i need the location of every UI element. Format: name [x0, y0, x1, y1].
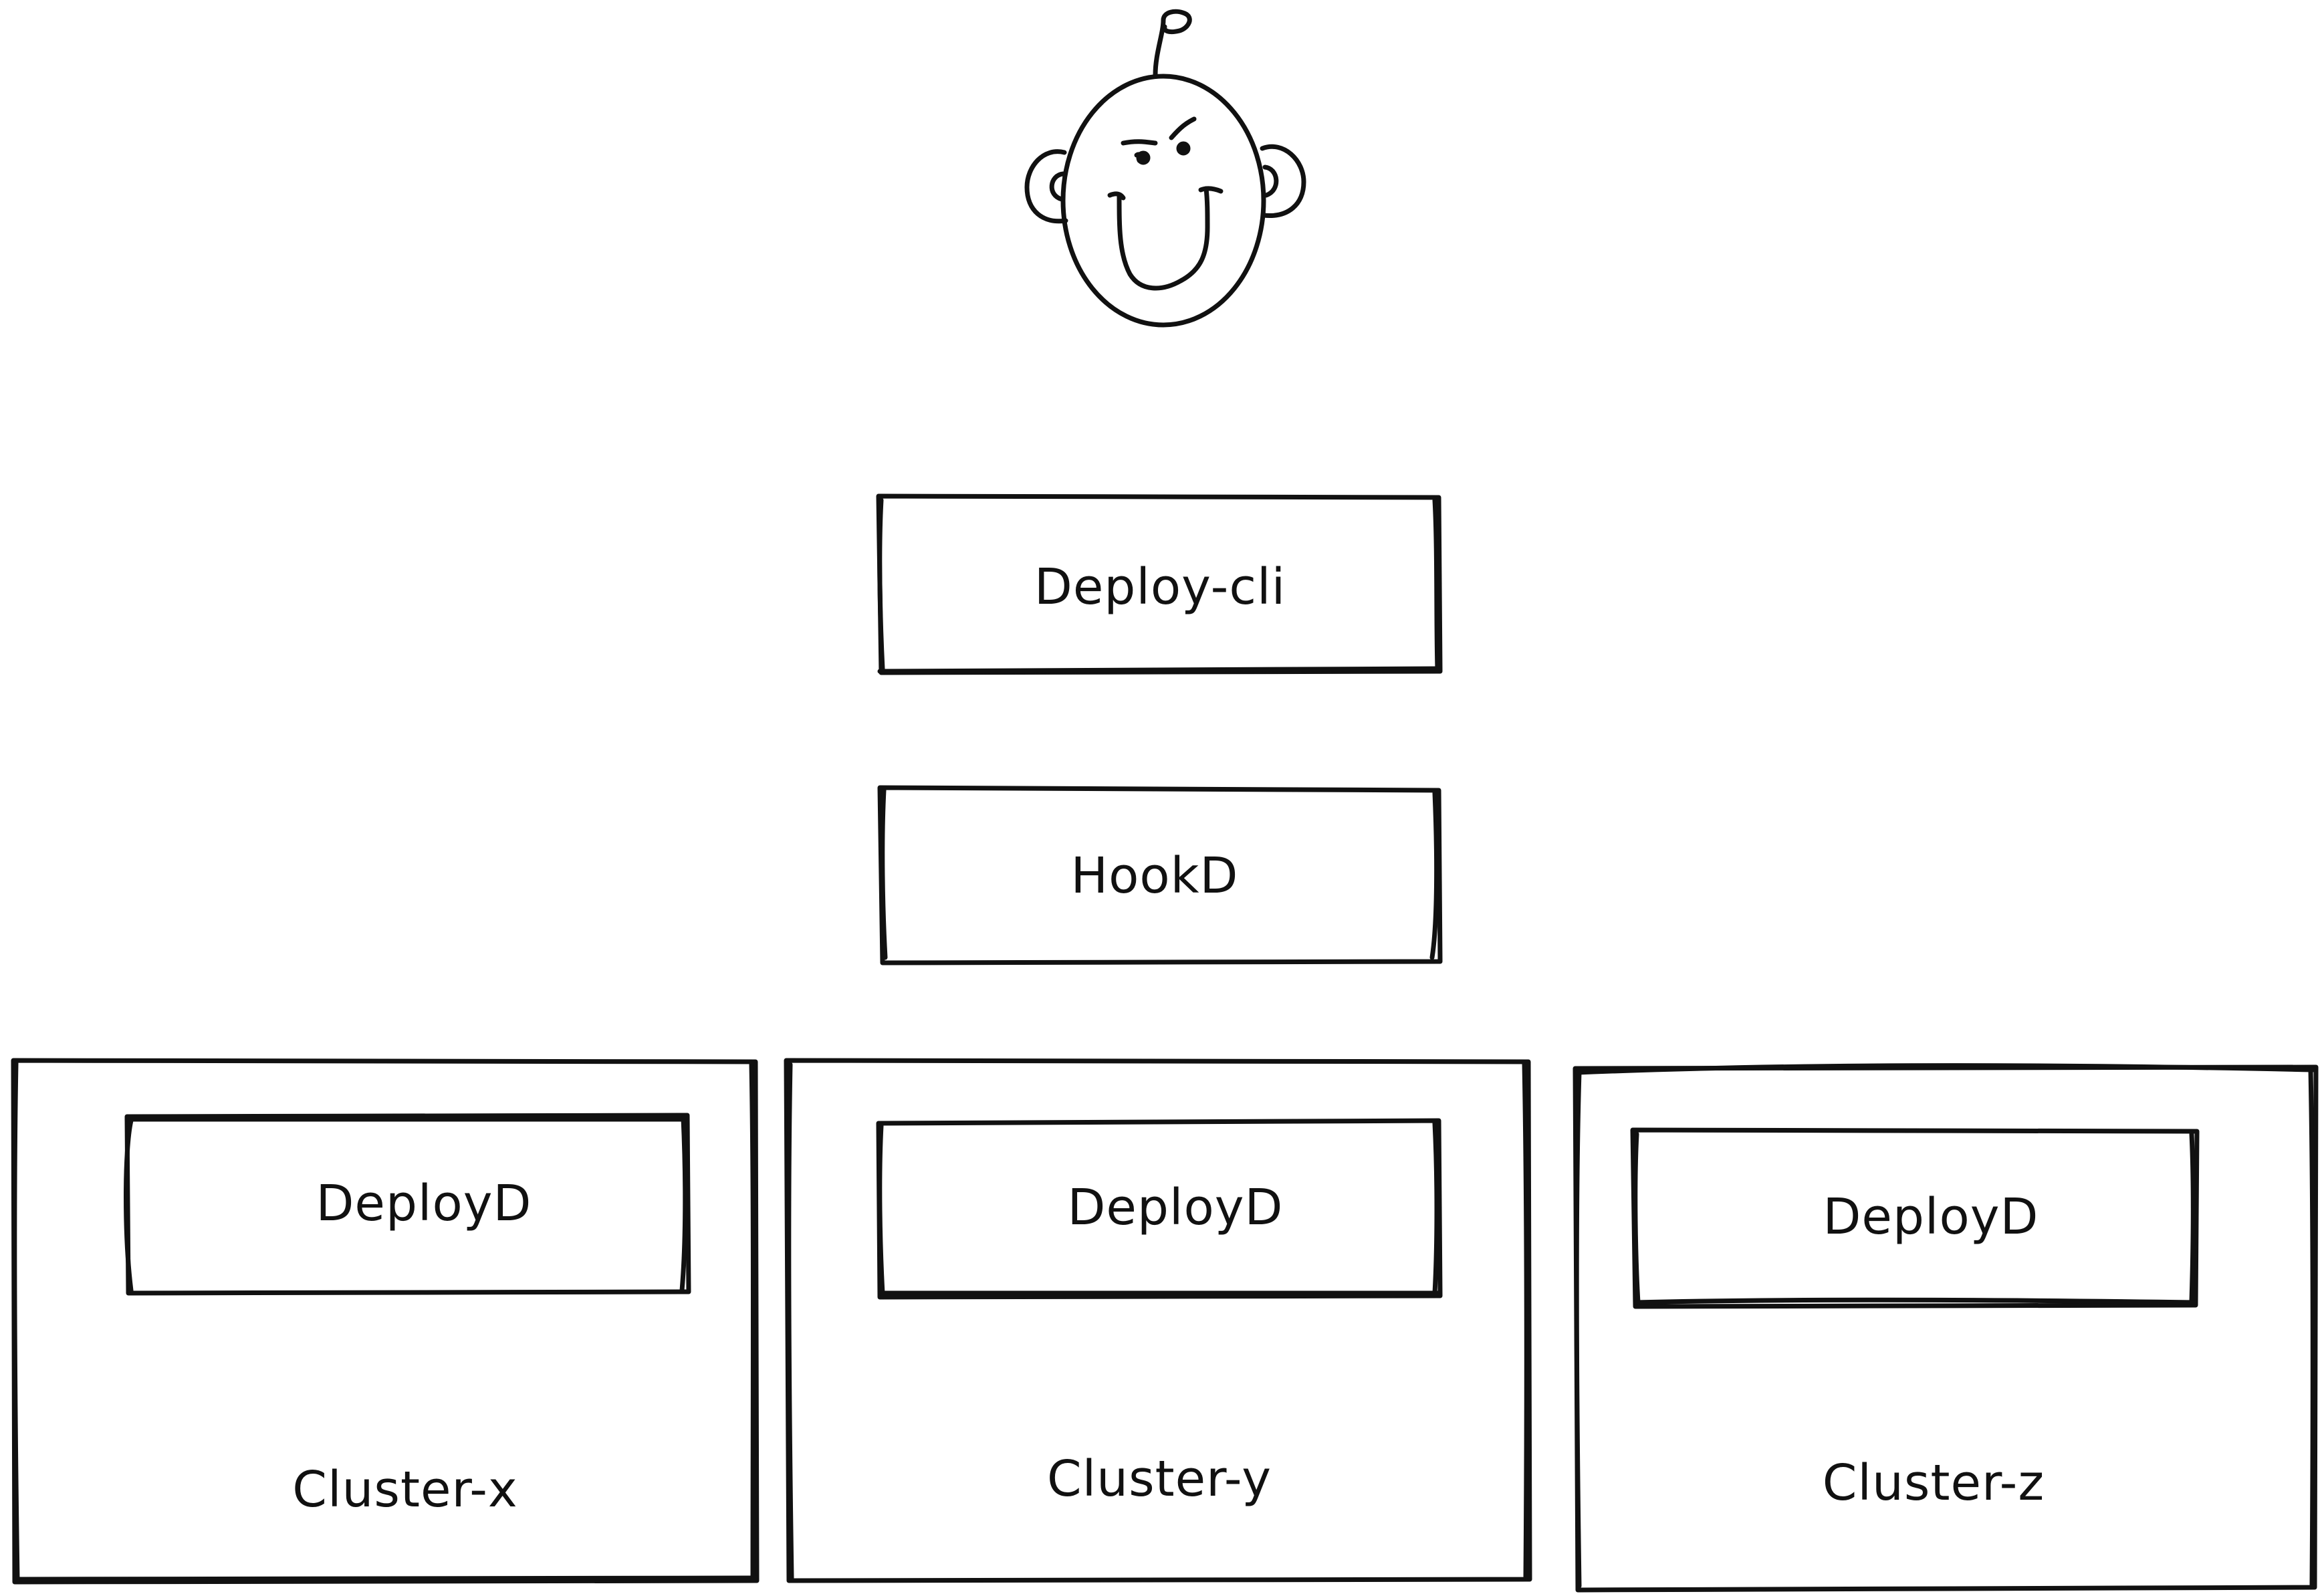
user-face-icon: [1024, 9, 1306, 328]
cluster-y-deployd-box: [876, 1118, 1443, 1300]
cluster-y-deployd-label: DeployD: [1067, 1179, 1284, 1236]
cluster-x-name-label: Cluster-x: [292, 1461, 518, 1518]
hookd-label: HookD: [1070, 847, 1239, 905]
cluster-z-deployd-box: [1630, 1127, 2200, 1309]
cluster-x-box: [11, 1058, 760, 1585]
cluster-z-box: [1573, 1063, 2319, 1593]
cluster-x-deployd-box: [124, 1113, 691, 1296]
cluster-y-box: [784, 1058, 1532, 1583]
cluster-x-deployd-label: DeployD: [316, 1175, 532, 1232]
deploy-cli-label: Deploy-cli: [1034, 558, 1286, 616]
cluster-z-name-label: Cluster-z: [1822, 1454, 2045, 1512]
deploy-cli-box: [876, 493, 1443, 675]
cluster-y-name-label: Cluster-y: [1046, 1450, 1272, 1508]
hookd-box: [877, 785, 1443, 965]
cluster-z-deployd-label: DeployD: [1823, 1188, 2039, 1246]
